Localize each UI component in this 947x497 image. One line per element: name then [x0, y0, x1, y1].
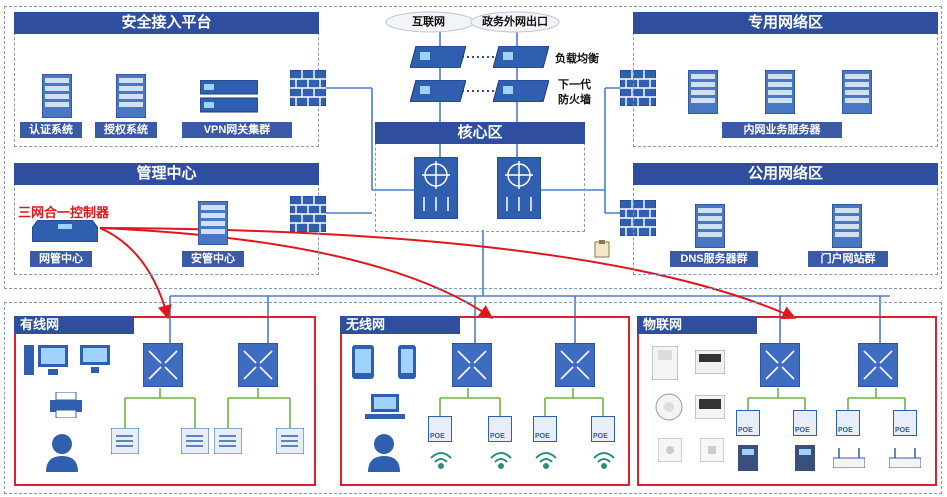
- wifi-ap-icon: [535, 452, 557, 469]
- wifi-ap-icon: [593, 452, 615, 469]
- dns-server-label: DNS服务器群: [670, 251, 758, 267]
- load-balancer-icon: [410, 46, 466, 68]
- aggregation-switch-icon: [143, 343, 183, 387]
- nms-center-label: 网管中心: [30, 251, 92, 267]
- access-switch-icon: [276, 428, 304, 454]
- wired-title: 有线网: [14, 316, 134, 334]
- dns-server-icon: [695, 204, 725, 248]
- iot-gateway-icon: [795, 445, 815, 471]
- top-section-border: [4, 6, 942, 289]
- authz-server-icon: [116, 74, 146, 118]
- iot-zone: [637, 316, 937, 486]
- clipboard-icon: [594, 240, 610, 258]
- wireless-title: 无线网: [340, 316, 460, 334]
- user-icon: [368, 434, 400, 472]
- iot-gateway-icon: [738, 445, 758, 471]
- intranet-server-icon: [688, 70, 718, 114]
- poe-switch-icon: POE: [893, 410, 917, 436]
- printer-icon: [50, 392, 82, 418]
- poe-label: POE: [738, 427, 753, 434]
- poe-label: POE: [838, 427, 853, 434]
- firewall-icon: [290, 196, 326, 232]
- public-net-title: 公用网络区: [633, 163, 938, 185]
- access-switch-icon: [214, 428, 242, 454]
- laptop-icon: [365, 394, 405, 419]
- internet-label: 互联网: [412, 16, 445, 28]
- poe-switch-icon: POE: [591, 416, 615, 442]
- portal-server-label: 门户网站群: [808, 251, 888, 267]
- poe-switch-icon: POE: [736, 410, 760, 436]
- phone-icon: [398, 345, 416, 379]
- authz-system-label: 授权系统: [95, 122, 157, 138]
- ngfw-label-line2: 防火墙: [558, 94, 591, 106]
- poe-switch-icon: POE: [488, 416, 512, 442]
- intranet-server-icon: [765, 70, 795, 114]
- access-switch-icon: [181, 428, 209, 454]
- controller-label: 三网合一控制器: [18, 205, 110, 220]
- access-switch-icon: [111, 428, 139, 454]
- poe-label: POE: [490, 433, 505, 440]
- firewall-icon: [620, 70, 656, 106]
- router-icon: [889, 448, 921, 468]
- intranet-server-label: 内网业务服务器: [722, 122, 842, 138]
- firewall-icon: [290, 70, 326, 106]
- poe-label: POE: [895, 427, 910, 434]
- core-switch-icon: [497, 157, 541, 219]
- ngfw-icon: [410, 80, 466, 102]
- auth-system-label: 认证系统: [20, 122, 82, 138]
- poe-label: POE: [795, 427, 810, 434]
- portal-server-icon: [832, 204, 862, 248]
- card-reader-icon: [695, 395, 725, 419]
- meter-icon: [695, 350, 725, 374]
- controller-device-icon: [32, 220, 98, 242]
- wireless-zone: [340, 316, 630, 486]
- socket-icon: [700, 438, 724, 462]
- gov-extranet-cloud-icon: [470, 11, 560, 33]
- poe-switch-icon: POE: [533, 416, 557, 442]
- aggregation-switch-icon: [238, 343, 278, 387]
- vpn-gateway-icon: [200, 80, 258, 113]
- user-icon: [46, 434, 78, 472]
- poe-switch-icon: POE: [793, 410, 817, 436]
- management-title: 管理中心: [14, 163, 319, 185]
- tablet-icon: [352, 345, 374, 379]
- load-balance-label: 负载均衡: [555, 53, 599, 65]
- intranet-server-icon: [842, 70, 872, 114]
- private-net-title: 专用网络区: [633, 12, 938, 34]
- wifi-ap-icon: [430, 452, 452, 469]
- security-mgmt-server-icon: [198, 201, 228, 245]
- poe-switch-icon: POE: [428, 416, 452, 442]
- auth-server-icon: [42, 74, 72, 118]
- monitor-icon: [80, 345, 110, 373]
- aggregation-switch-icon: [452, 343, 492, 387]
- smoke-detector-icon: [655, 393, 683, 421]
- ngfw-icon: [493, 80, 549, 102]
- circuit-breaker-icon: [652, 346, 678, 380]
- secure-access-title: 安全接入平台: [14, 12, 319, 34]
- poe-label: POE: [430, 433, 445, 440]
- load-balancer-icon: [493, 46, 549, 68]
- vpn-gateway-label: VPN网关集群: [182, 122, 292, 138]
- aggregation-switch-icon: [858, 343, 898, 387]
- poe-label: POE: [535, 433, 550, 440]
- poe-switch-icon: POE: [836, 410, 860, 436]
- aggregation-switch-icon: [555, 343, 595, 387]
- socket-icon: [658, 438, 682, 462]
- wired-zone: [14, 316, 316, 486]
- router-icon: [833, 448, 865, 468]
- gov-extranet-label: 政务外网出口: [482, 16, 548, 28]
- ngfw-label-line1: 下一代: [558, 79, 591, 91]
- desktop-pc-icon: [24, 345, 68, 375]
- core-title: 核心区: [375, 122, 585, 144]
- firewall-icon: [620, 200, 656, 236]
- core-switch-icon: [414, 157, 458, 219]
- aggregation-switch-icon: [760, 343, 800, 387]
- security-mgmt-label: 安管中心: [182, 251, 244, 267]
- wifi-ap-icon: [490, 452, 512, 469]
- iot-title: 物联网: [637, 316, 757, 334]
- poe-label: POE: [593, 433, 608, 440]
- bottom-section-border: [4, 302, 942, 494]
